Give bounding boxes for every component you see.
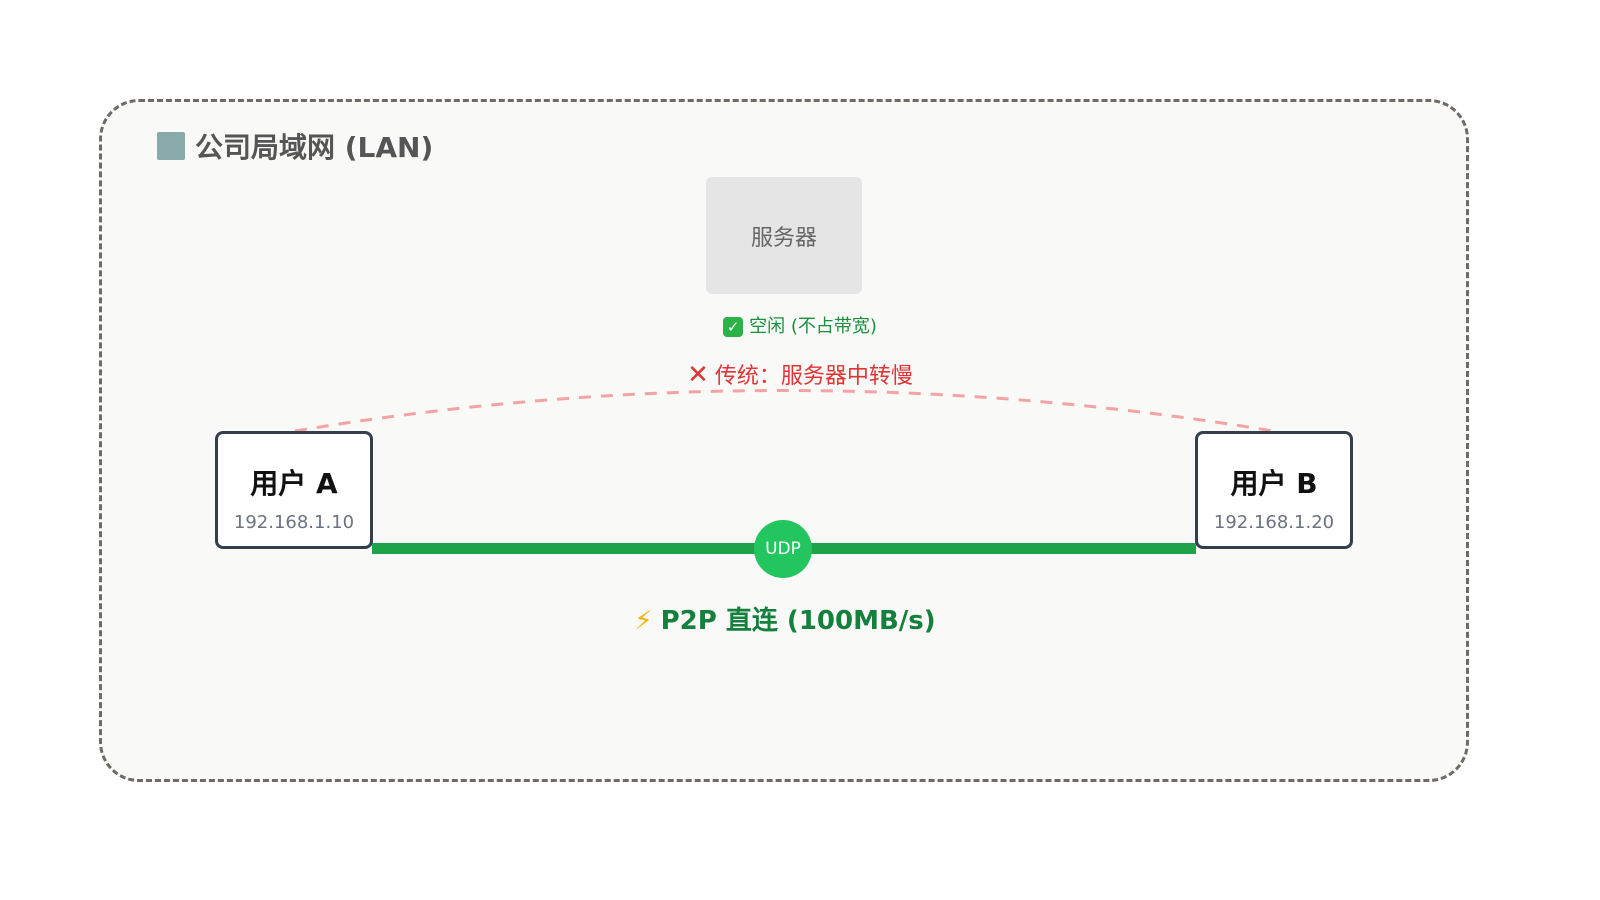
traditional-dashed-arc xyxy=(294,389,1274,433)
office-building-icon xyxy=(157,132,185,160)
cross-icon: ✕ xyxy=(687,360,709,390)
lan-title: 公司局域网 (LAN) xyxy=(157,126,433,166)
server-status-text: 空闲 (不占带宽) xyxy=(749,316,877,337)
udp-badge-text: UDP xyxy=(765,539,801,559)
traditional-text: 传统：服务器中转慢 xyxy=(714,364,913,389)
user-name: 用户 A xyxy=(250,467,338,500)
p2p-label-text: P2P 直连 (100MB/s) xyxy=(660,606,936,636)
user-name: 用户 B xyxy=(1230,467,1318,500)
server-label: 服务器 xyxy=(750,225,817,251)
traditional-label: ✕传统：服务器中转慢 xyxy=(0,358,1600,390)
udp-badge: UDP xyxy=(754,520,812,578)
user-ip: 192.168.1.10 xyxy=(233,512,355,533)
server-node: 服务器 xyxy=(706,177,862,294)
user-ip: 192.168.1.20 xyxy=(1213,512,1335,533)
lightning-icon: ⚡ xyxy=(634,606,653,636)
server-status: ✓空闲 (不占带宽) xyxy=(0,312,1600,338)
user-a-node: 用户 A 192.168.1.10 xyxy=(215,431,373,549)
user-b-node: 用户 B 192.168.1.20 xyxy=(1195,431,1353,549)
lan-title-text: 公司局域网 (LAN) xyxy=(195,131,434,164)
check-icon: ✓ xyxy=(723,317,744,337)
p2p-label: ⚡P2P 直连 (100MB/s) xyxy=(0,600,1570,637)
